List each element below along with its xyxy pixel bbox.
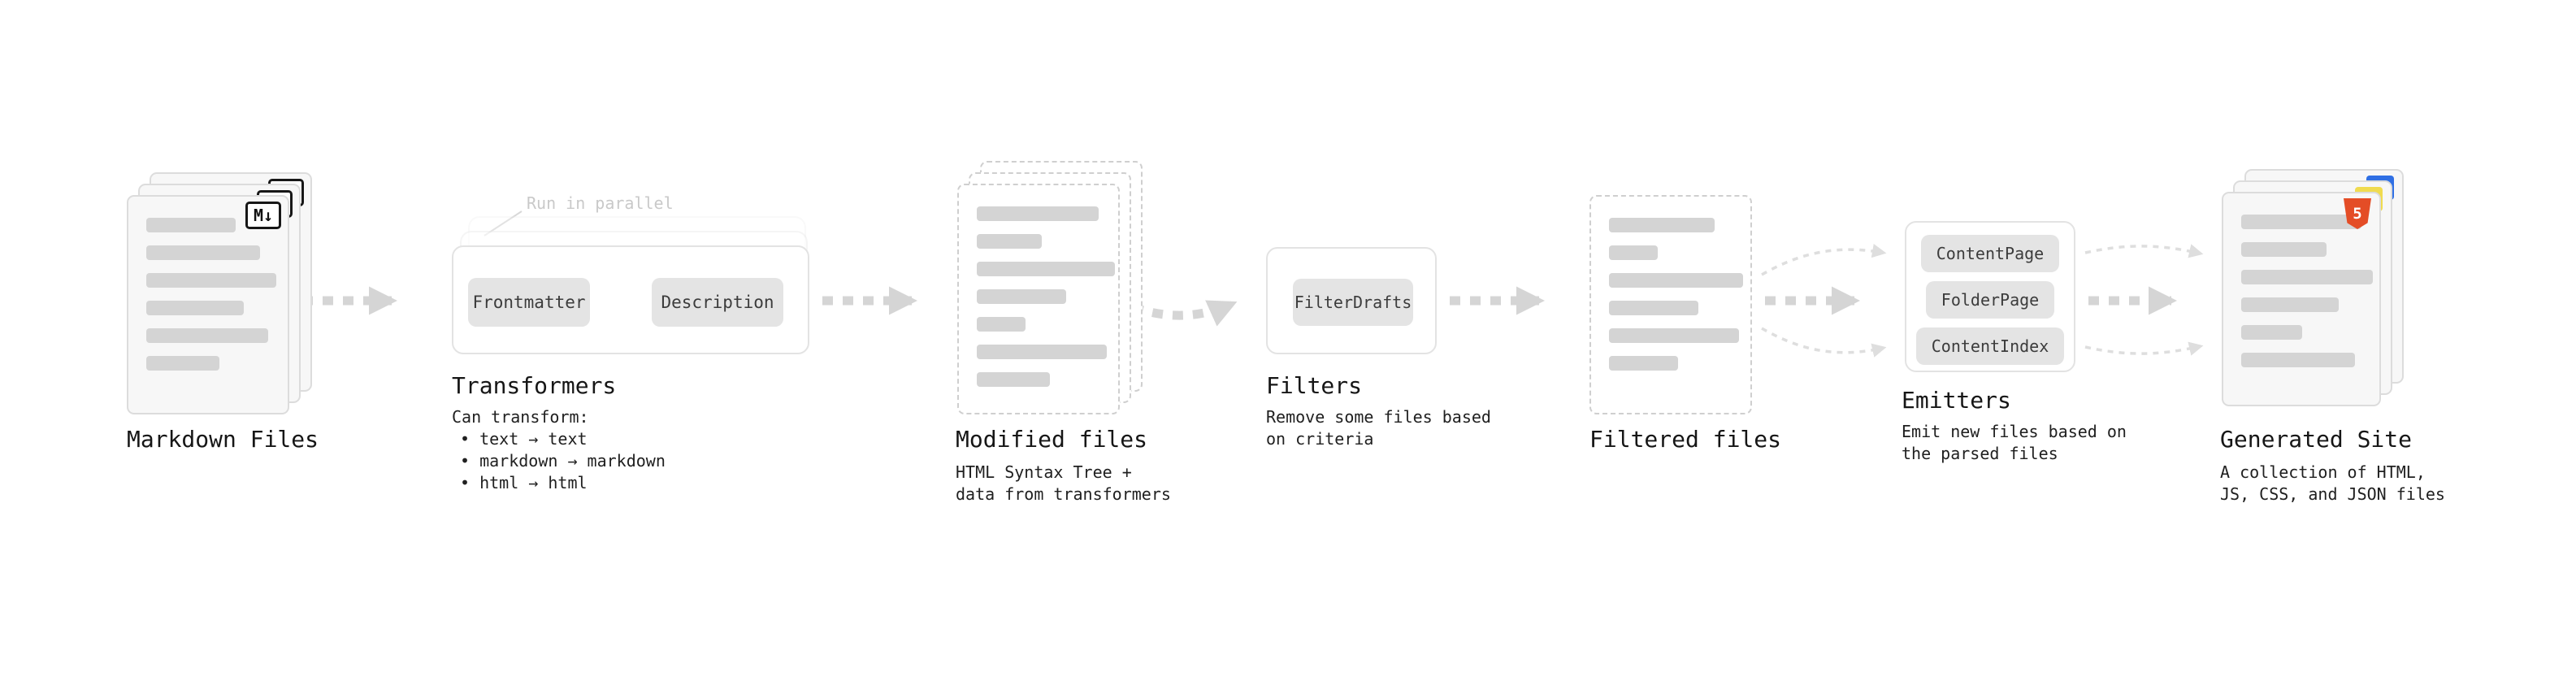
doc-text-bar [2241,215,2361,229]
doc-text-bar [146,301,244,315]
transformers-box: Frontmatter Description [452,245,809,354]
desc-line: JS, CSS, and JSON files [2220,484,2445,504]
doc-text-bar [2241,325,2302,340]
desc-line: Emit new files based on [1902,422,2127,441]
desc-line: on criteria [1266,429,1374,449]
doc-text-bar [146,273,276,288]
desc-line: data from transformers [956,484,1171,504]
doc-text-bar [1609,301,1698,315]
doc-text-bar [2241,242,2327,257]
modified-doc-card-front [957,184,1120,414]
desc-line: • text → text [460,429,588,449]
stage-label-generated-site: Generated Site [2220,426,2413,453]
desc-line: Remove some files based [1266,407,1491,427]
stage-desc-emitters: Emit new files based on the parsed files [1902,421,2127,465]
doc-text-bar [1609,273,1743,288]
doc-text-bar [977,234,1042,249]
doc-text-bar [1609,245,1658,260]
doc-text-bar [146,218,236,232]
doc-text-bar [977,345,1107,359]
desc-line: Can transform: [452,407,589,427]
stage-desc-generated-site: A collection of HTML, JS, CSS, and JSON … [2220,462,2445,505]
stage-label-markdown-files: Markdown Files [127,426,319,453]
arrow-emitters-to-site-top [2084,244,2204,258]
doc-text-bar [1609,218,1715,232]
desc-line: • html → html [460,473,588,492]
desc-line: the parsed files [1902,444,2058,463]
doc-text-bar [2241,353,2355,367]
stage-label-transformers: Transformers [452,372,617,399]
doc-text-bar [146,245,260,260]
stage-desc-filters: Remove some files based on criteria [1266,406,1491,450]
plugin-description: Description [652,278,783,327]
plugin-frontmatter: Frontmatter [468,278,590,327]
run-in-parallel-annotation: Run in parallel [527,193,674,213]
doc-text-bar [977,289,1066,304]
desc-line: • markdown → markdown [460,451,666,471]
markdown-doc-card-front: M↓ [127,195,289,414]
stage-label-filters: Filters [1266,372,1363,399]
doc-text-bar [977,372,1050,387]
stage-label-emitters: Emitters [1902,387,2011,414]
plugin-contentindex: ContentIndex [1915,327,2065,365]
doc-text-bar [977,206,1099,221]
doc-text-bar [146,328,268,343]
filters-box: FilterDrafts [1266,247,1437,354]
plugin-contentpage: ContentPage [1920,235,2060,272]
stage-label-modified-files: Modified files [956,426,1148,453]
filtered-doc-card [1589,195,1752,414]
stage-label-filtered-files: Filtered files [1589,426,1782,453]
stage-desc-transformers: Can transform: • text → text • markdown … [452,406,666,494]
doc-text-bar [2241,297,2339,312]
doc-text-bar [977,262,1115,276]
site-doc-card-front: 5 [2222,192,2381,406]
markdown-icon: M↓ [245,202,281,229]
arrow-emitters-to-site-bottom [2084,341,2204,356]
plugin-filterdrafts: FilterDrafts [1293,279,1413,326]
arrow-filtered-to-emitters-top [1761,243,1887,276]
doc-text-bar [1609,356,1678,371]
doc-text-bar [977,317,1026,332]
doc-text-bar [146,356,219,371]
desc-line: A collection of HTML, [2220,462,2426,482]
desc-line: HTML Syntax Tree + [956,462,1132,482]
emitters-box: ContentPage FolderPage ContentIndex [1905,221,2075,372]
doc-text-bar [1609,328,1739,343]
doc-text-bar [2241,270,2373,284]
arrow-filtered-to-emitters-bottom [1761,327,1887,358]
plugin-folderpage: FolderPage [1925,281,2055,319]
stage-desc-modified-files: HTML Syntax Tree + data from transformer… [956,462,1171,505]
arrow-modified-to-filters [1131,299,1238,327]
